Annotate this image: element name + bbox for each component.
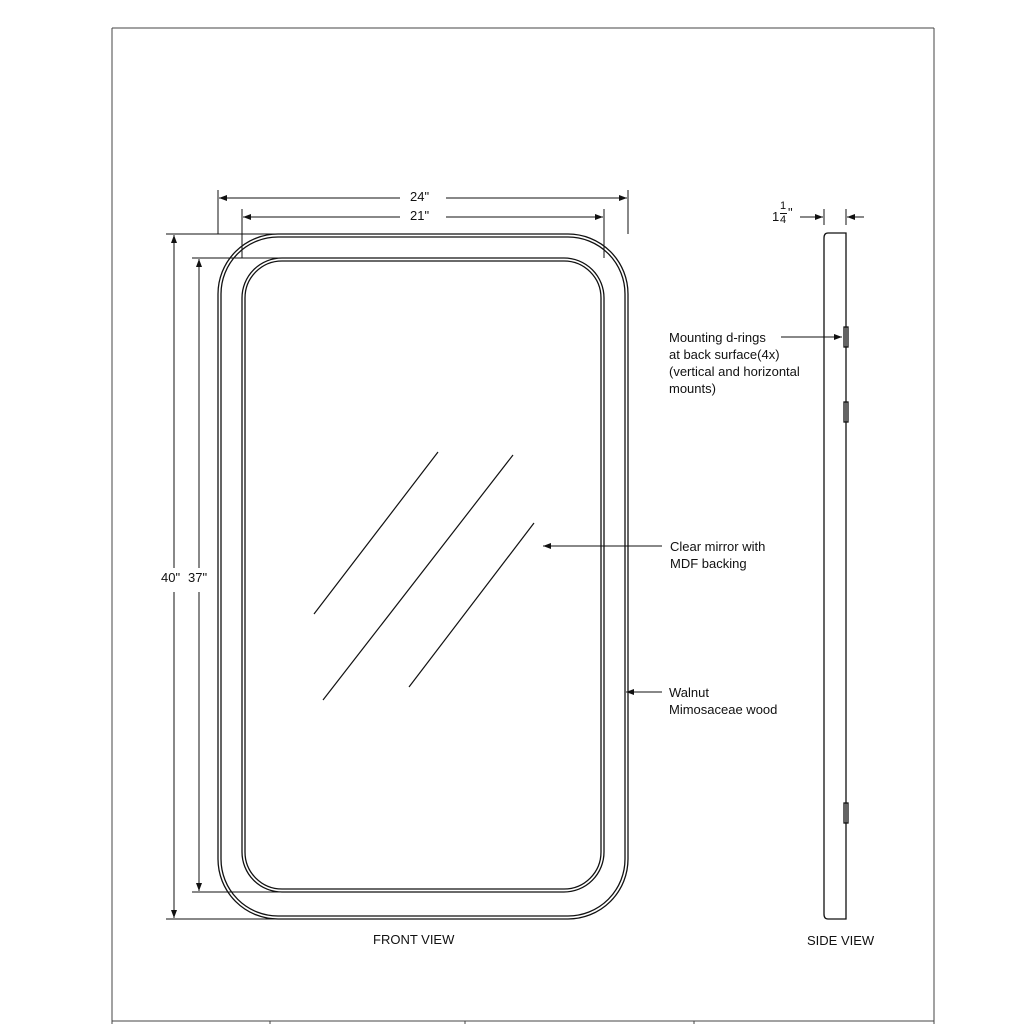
side-view-title: SIDE VIEW (807, 933, 875, 948)
mirror-glass-edge-inner (244, 260, 602, 890)
mirror-glass-edge (241, 257, 605, 893)
mirror-callout: Clear mirror with MDF backing (670, 538, 765, 572)
inner-width-dimension: 21" (408, 208, 432, 223)
height-dimension-lines (166, 233, 280, 920)
d-ring-2 (843, 401, 849, 423)
outer-height-dimension: 40" (159, 570, 183, 585)
d-ring-1 (843, 326, 849, 348)
mirror-reflection-lines (313, 451, 535, 701)
mirror-side-view (823, 232, 849, 920)
width-dimension-lines (217, 190, 629, 258)
depth-denominator: 4 (780, 214, 787, 226)
mounting-line-3: (vertical and horizontal (669, 364, 800, 379)
depth-whole: 1 (772, 209, 780, 224)
mounting-line-2: at back surface(4x) (669, 347, 780, 362)
mounting-line-1: Mounting d-rings (669, 330, 766, 345)
depth-dimension: 1 1 4 " (772, 200, 796, 231)
fraction-bar (780, 213, 787, 214)
depth-dimension-lines (800, 209, 864, 225)
wood-line-2: Mimosaceae wood (669, 702, 778, 717)
mirror-line-2: MDF backing (670, 556, 747, 571)
mirror-front-view (217, 233, 629, 920)
outer-width-dimension: 24" (408, 189, 432, 204)
inner-height-dimension: 37" (186, 570, 210, 585)
mirror-line-1: Clear mirror with (670, 539, 766, 554)
sheet-border (111, 27, 935, 1024)
depth-unit: " (788, 205, 793, 220)
frame-outer-edge-inner (220, 236, 626, 917)
d-ring-3 (843, 802, 849, 824)
depth-numerator: 1 (780, 200, 787, 212)
wood-line-1: Walnut (669, 685, 709, 700)
frame-outer-edge (217, 233, 629, 920)
mounting-line-4: mounts) (669, 381, 716, 396)
wood-callout: Walnut Mimosaceae wood (669, 684, 777, 718)
callout-leaders (543, 334, 842, 695)
front-view-title: FRONT VIEW (373, 932, 455, 947)
mounting-callout: Mounting d-rings at back surface(4x) (ve… (669, 329, 800, 397)
